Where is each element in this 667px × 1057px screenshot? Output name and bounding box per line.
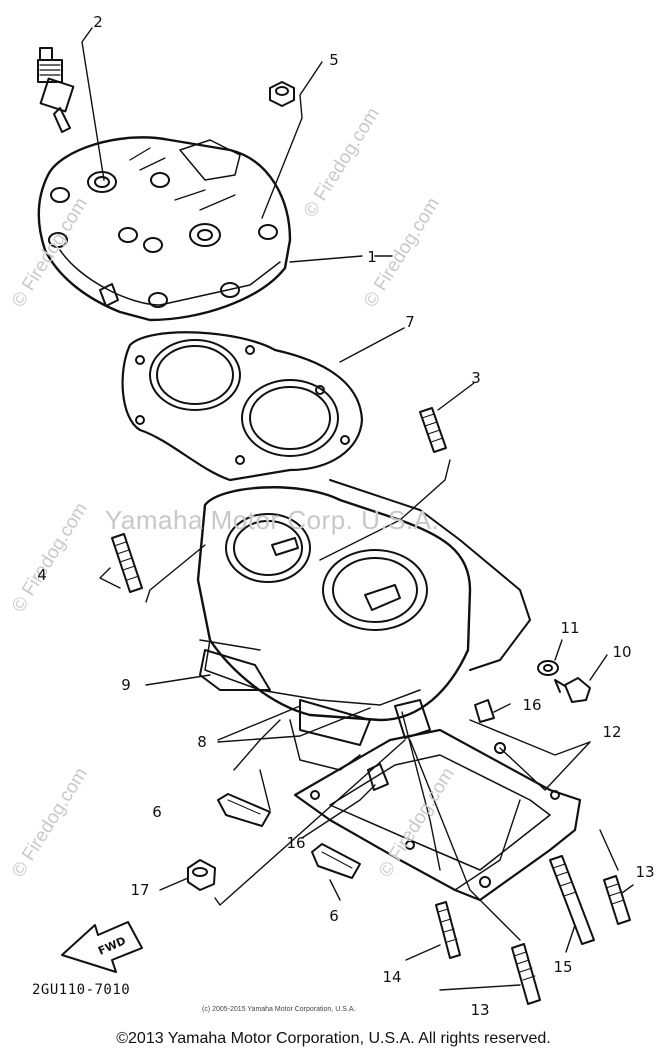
callout-7: 7 [405,313,415,331]
stud-13b [511,943,541,1005]
callout-11: 11 [560,619,580,637]
callout-5: 5 [329,51,339,69]
callout-15: 15 [553,958,573,976]
callout-6-bottom: 6 [329,907,339,925]
stud-13a [603,875,631,925]
leader-lines [81,27,634,991]
fwd-arrow [61,921,143,973]
stud-14 [435,901,461,959]
bolt-10 [554,677,591,703]
plate-6b [311,843,361,879]
callout-16-bottom: 16 [286,834,306,852]
callout-13-right: 13 [635,863,655,881]
callout-12: 12 [602,723,622,741]
callout-17: 17 [130,881,150,899]
copyright-notice: ©2013 Yamaha Motor Corporation, U.S.A. A… [116,1030,551,1047]
washer-11 [537,660,559,676]
callout-1: 1 [367,248,377,266]
stud-4 [111,533,143,593]
stud-3 [419,407,447,453]
stud-15 [549,855,595,945]
dowel-16b [367,763,389,791]
callout-13-bottom: 13 [470,1001,490,1019]
callout-6-top: 6 [152,803,162,821]
callout-8: 8 [197,733,207,751]
part-code: 2GU110-7010 [32,982,131,998]
callout-14: 14 [382,968,402,986]
exhaust-port-block [199,649,371,746]
nut-17 [187,859,216,891]
callout-3: 3 [471,369,481,387]
callout-4: 4 [37,566,47,584]
callout-2: 2 [93,13,103,31]
small-copyright: (c) 2005-2015 Yamaha Motor Corporation, … [202,1006,356,1013]
nut-5 [269,81,295,107]
dowel-16a [474,699,495,723]
callout-9: 9 [121,676,131,694]
callout-16-top: 16 [522,696,542,714]
cylinder-head [37,136,292,322]
watermark-center: Yamaha Motor Corp. U.S.A. [105,505,440,535]
head-gasket [121,331,364,482]
base-gasket [293,728,582,902]
callout-10: 10 [612,643,632,661]
spark-plug [37,47,75,133]
plate-6a [217,793,271,827]
